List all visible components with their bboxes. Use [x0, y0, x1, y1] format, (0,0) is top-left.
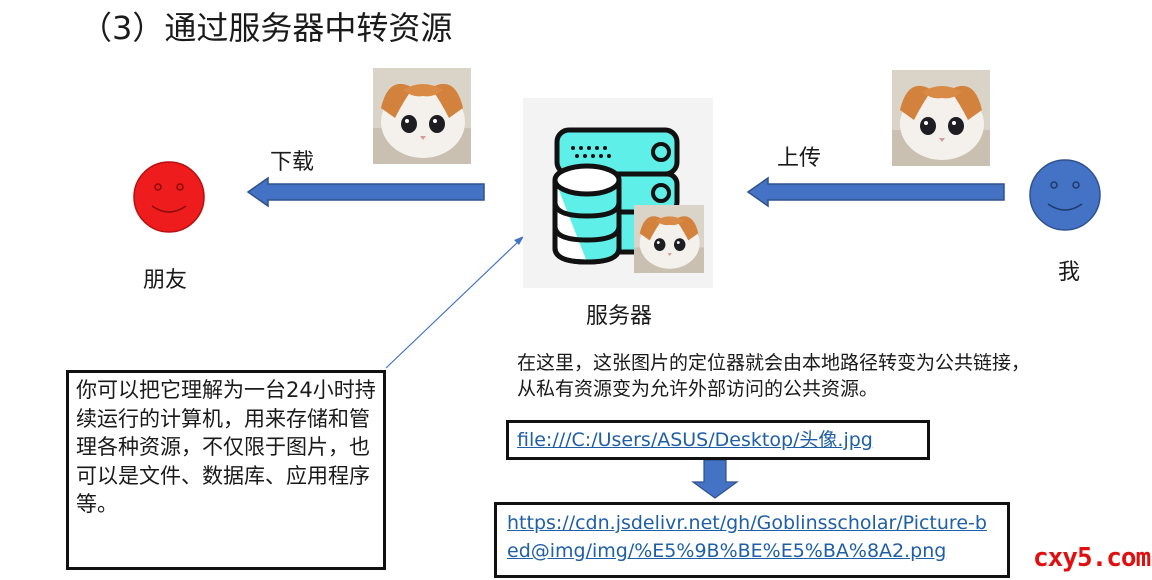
slide-title: （3）通过服务器中转资源: [80, 9, 453, 47]
convert-down-arrow: [691, 459, 739, 499]
friend-smiley-icon: [132, 160, 206, 238]
server-note-box: 你可以把它理解为一台24小时持续运行的计算机，用来存储和管理各种资源，不仅限于图…: [66, 370, 386, 570]
me-label: 我: [1058, 260, 1081, 285]
public-url-box: https://cdn.jsdelivr.net/gh/Goblinsschol…: [494, 502, 1010, 578]
cat-photo-upload: [892, 70, 990, 166]
upload-arrow: [746, 176, 1005, 208]
server-icon: [523, 98, 713, 288]
local-path-box: file:///C:/Users/ASUS/Desktop/头像.jpg: [506, 420, 930, 460]
download-label: 下载: [270, 150, 315, 175]
explanation-line-1: 在这里，这张图片的定位器就会由本地路径转变为公共链接，: [517, 352, 1031, 374]
note-connector-arrow: [385, 236, 524, 369]
site-watermark: cxy5.com: [1033, 543, 1151, 573]
download-arrow: [246, 176, 485, 208]
public-url-link[interactable]: https://cdn.jsdelivr.net/gh/Goblinsschol…: [507, 512, 987, 562]
server-note-text: 你可以把它理解为一台24小时持续运行的计算机，用来存储和管理各种资源，不仅限于图…: [76, 378, 376, 516]
cat-photo-download: [373, 68, 471, 164]
explanation-line-2: 从私有资源变为允许外部访问的公共资源。: [517, 378, 879, 400]
explanation-text: 在这里，这张图片的定位器就会由本地路径转变为公共链接， 从私有资源变为允许外部访…: [517, 350, 1030, 402]
local-path-link[interactable]: file:///C:/Users/ASUS/Desktop/头像.jpg: [517, 429, 873, 451]
server-label: 服务器: [586, 304, 653, 329]
upload-label: 上传: [777, 146, 822, 171]
me-smiley-icon: [1028, 158, 1102, 236]
friend-label: 朋友: [143, 268, 188, 293]
cat-photo-on-server: [634, 205, 704, 273]
